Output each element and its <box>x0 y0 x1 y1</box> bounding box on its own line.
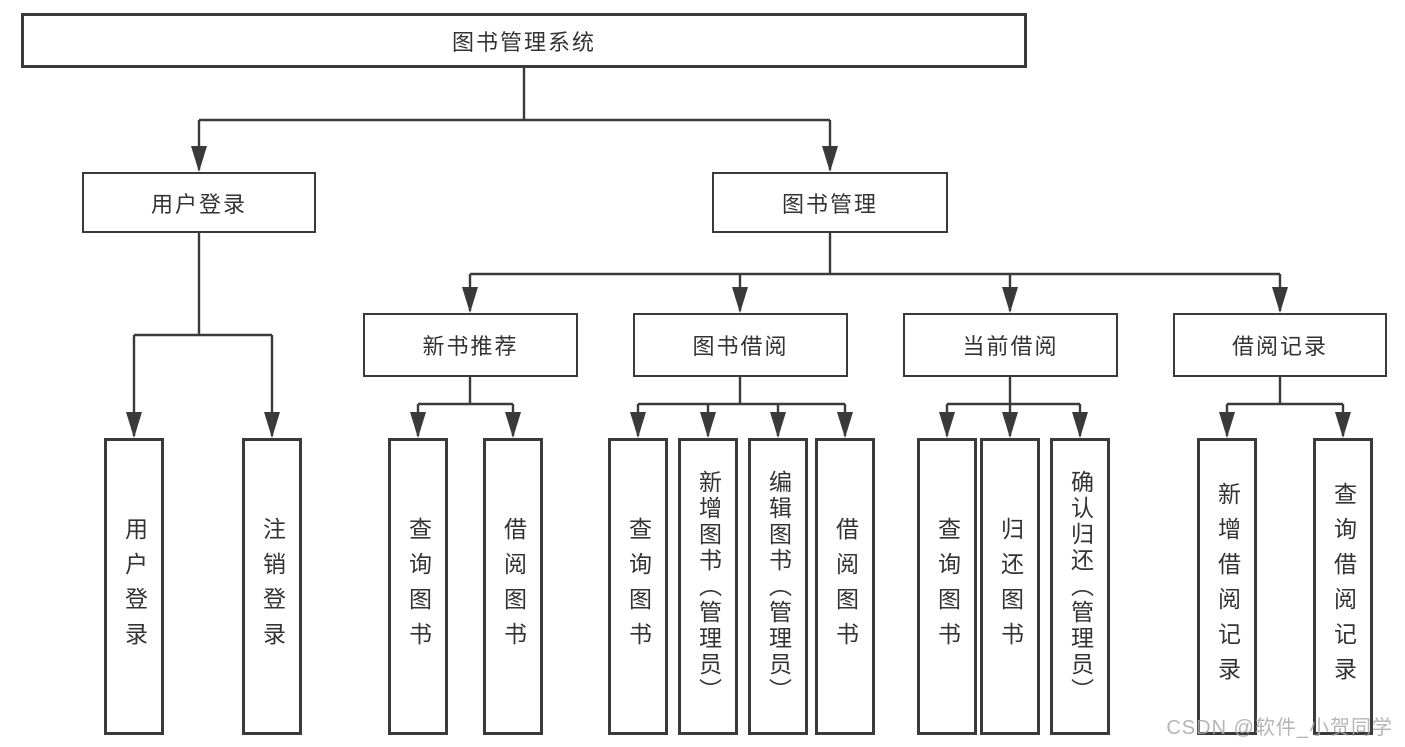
leaf-add-borrow-record: 新增借阅记录 <box>1197 438 1257 735</box>
leaf-borrow-books-recommend: 借阅图书 <box>483 438 543 735</box>
connector-user-login <box>126 233 280 438</box>
arrow-down-icon <box>191 146 207 172</box>
leaf-label: 查询图书 <box>934 516 961 657</box>
arrow-down-icon <box>505 412 521 438</box>
leaf-label: 借阅图书 <box>832 516 859 657</box>
leaf-logout-login: 注销登录 <box>242 438 302 735</box>
arrow-down-icon <box>732 287 748 313</box>
leaf-borrow-books-borrow: 借阅图书 <box>815 438 875 735</box>
leaf-edit-book-admin: 编辑图书（管理员） <box>748 438 808 735</box>
arrow-down-icon <box>822 146 838 172</box>
arrow-down-icon <box>1072 412 1088 438</box>
leaf-label: 新增借阅记录 <box>1214 481 1241 692</box>
node-library-system: 图书管理系统 <box>21 13 1027 68</box>
node-label: 图书管理系统 <box>451 29 596 55</box>
arrow-down-icon <box>410 412 426 438</box>
leaf-return-books: 归还图书 <box>980 438 1040 735</box>
leaf-label: 确认归还（管理员） <box>1067 469 1094 704</box>
node-new-book-recommend: 新书推荐 <box>363 313 578 377</box>
leaf-label: 编辑图书（管理员） <box>765 469 792 704</box>
node-label: 新书推荐 <box>422 334 519 359</box>
node-current-borrowing: 当前借阅 <box>903 313 1118 377</box>
node-book-borrowing: 图书借阅 <box>633 313 848 377</box>
leaf-label: 注销登录 <box>259 516 286 657</box>
node-label: 图书管理 <box>781 191 878 217</box>
arrow-down-icon <box>630 412 646 438</box>
arrow-down-icon <box>700 412 716 438</box>
leaf-query-borrow-record: 查询借阅记录 <box>1313 438 1373 735</box>
leaf-query-books-recommend: 查询图书 <box>388 438 448 735</box>
connector-current-borrowing <box>939 377 1088 438</box>
node-book-management: 图书管理 <box>712 172 948 233</box>
leaf-label: 用户登录 <box>121 516 148 657</box>
leaf-label: 新增图书（管理员） <box>695 469 722 704</box>
arrow-down-icon <box>1002 287 1018 313</box>
arrow-down-icon <box>264 412 280 438</box>
leaf-label: 借阅图书 <box>500 516 527 657</box>
csdn-watermark: CSDN @软件_小贺同学 <box>1166 717 1393 739</box>
leaf-label: 归还图书 <box>997 516 1024 657</box>
arrow-down-icon <box>770 412 786 438</box>
node-label: 用户登录 <box>150 191 247 217</box>
node-user-login: 用户登录 <box>82 172 316 233</box>
arrow-down-icon <box>126 412 142 438</box>
leaf-query-books-borrow: 查询图书 <box>608 438 668 735</box>
connector-borrowing-records <box>1219 377 1351 438</box>
node-label: 借阅记录 <box>1231 334 1328 359</box>
leaf-label: 查询图书 <box>625 516 652 657</box>
leaf-query-books-current: 查询图书 <box>917 438 977 735</box>
leaf-confirm-return-admin: 确认归还（管理员） <box>1050 438 1110 735</box>
connector-root <box>191 68 838 172</box>
node-borrowing-records: 借阅记录 <box>1173 313 1387 377</box>
leaf-label: 查询图书 <box>405 516 432 657</box>
arrow-down-icon <box>1335 412 1351 438</box>
connector-book-borrowing <box>630 377 853 438</box>
node-label: 当前借阅 <box>962 334 1059 359</box>
leaf-add-book-admin: 新增图书（管理员） <box>678 438 738 735</box>
arrow-down-icon <box>837 412 853 438</box>
node-label: 图书借阅 <box>692 334 789 359</box>
connector-new-book-recommend <box>410 377 521 438</box>
arrow-down-icon <box>1272 287 1288 313</box>
connector-book-management <box>462 233 1288 313</box>
leaf-user-login: 用户登录 <box>104 438 164 735</box>
leaf-label: 查询借阅记录 <box>1330 481 1357 692</box>
arrow-down-icon <box>462 287 478 313</box>
arrow-down-icon <box>939 412 955 438</box>
arrow-down-icon <box>1002 412 1018 438</box>
arrow-down-icon <box>1219 412 1235 438</box>
